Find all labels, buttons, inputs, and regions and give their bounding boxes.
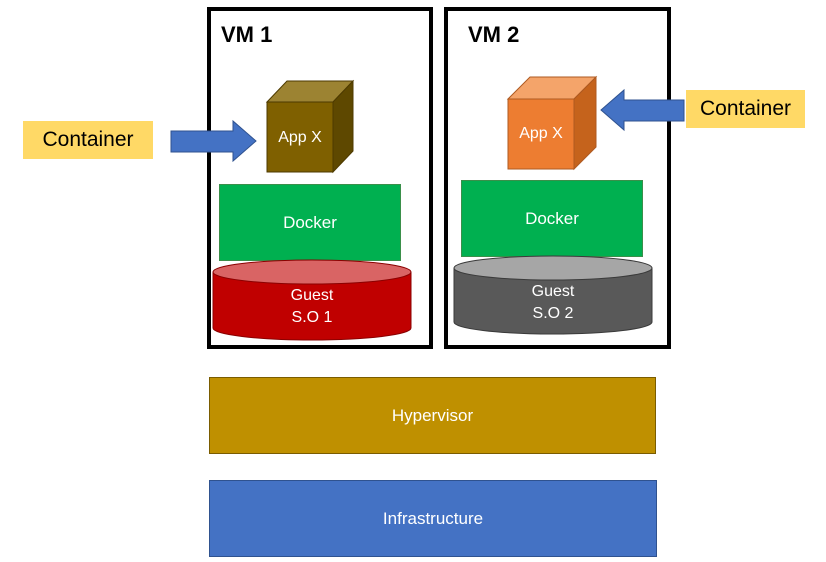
vm1-guest-os-line1: Guest xyxy=(290,287,334,304)
vm2-title: VM 2 xyxy=(468,22,520,47)
infrastructure-layer: Infrastructure xyxy=(209,480,657,557)
vm2-app-cube xyxy=(506,75,598,171)
vm2-guest-os-line1: Guest xyxy=(531,283,575,300)
vm1-container-callout: Container xyxy=(23,121,153,159)
vm1-app-label: App X xyxy=(278,129,322,146)
vm2-guest-os-cylinder xyxy=(453,255,653,335)
vm2-guest-os-line2: S.O 2 xyxy=(532,305,574,322)
vm1-guest-os-line2: S.O 1 xyxy=(291,309,333,326)
arrow-left-icon xyxy=(600,88,685,132)
vm1-app-cube xyxy=(265,79,355,174)
vm2-app-label: App X xyxy=(519,125,563,142)
vm2-container-callout: Container xyxy=(686,90,805,128)
vm1-title: VM 1 xyxy=(221,22,273,47)
arrow-right-icon xyxy=(170,119,257,163)
vm1-guest-os-cylinder xyxy=(212,259,412,341)
hypervisor-layer: Hypervisor xyxy=(209,377,656,454)
vm1-docker-layer: Docker xyxy=(219,184,401,261)
